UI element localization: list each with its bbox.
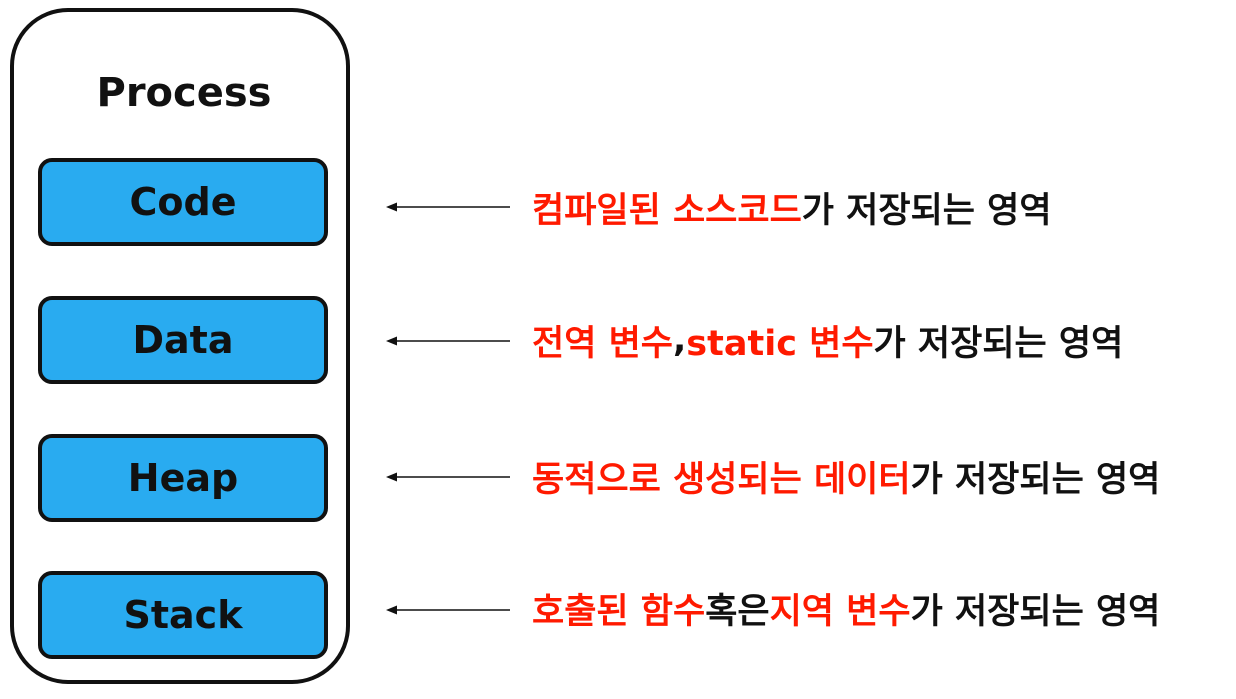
code-desc-rest: 가 저장되는 영역 [801, 190, 1052, 231]
stack-desc-highlight-local: 지역 변수 [769, 591, 911, 632]
data-desc-rest: 가 저장되는 영역 [873, 323, 1124, 364]
data-desc-highlight-static: static 변수 [686, 323, 874, 364]
heap-desc-rest: 가 저장되는 영역 [910, 459, 1161, 500]
arrow-icon [386, 336, 510, 346]
arrow-icon [386, 472, 510, 482]
data-desc-separator: , [673, 320, 687, 360]
process-title: Process [96, 70, 272, 116]
arrow-icon [386, 605, 510, 615]
stack-desc-rest: 가 저장되는 영역 [910, 591, 1161, 632]
heap-desc-highlight: 동적으로 생성되는 데이터 [532, 459, 911, 500]
stack-desc-connector: 혹은 [705, 591, 770, 632]
data-desc-highlight-global: 전역 변수 [532, 323, 673, 364]
stack-desc-highlight-call: 호출된 함수 [532, 591, 706, 632]
stack-segment: Stack [38, 571, 328, 659]
code-desc-highlight: 컴파일된 소스코드 [532, 190, 802, 231]
code-segment: Code [38, 158, 328, 246]
data-segment: Data [38, 296, 328, 384]
heap-segment: Heap [38, 434, 328, 522]
arrow-icon [386, 202, 510, 212]
